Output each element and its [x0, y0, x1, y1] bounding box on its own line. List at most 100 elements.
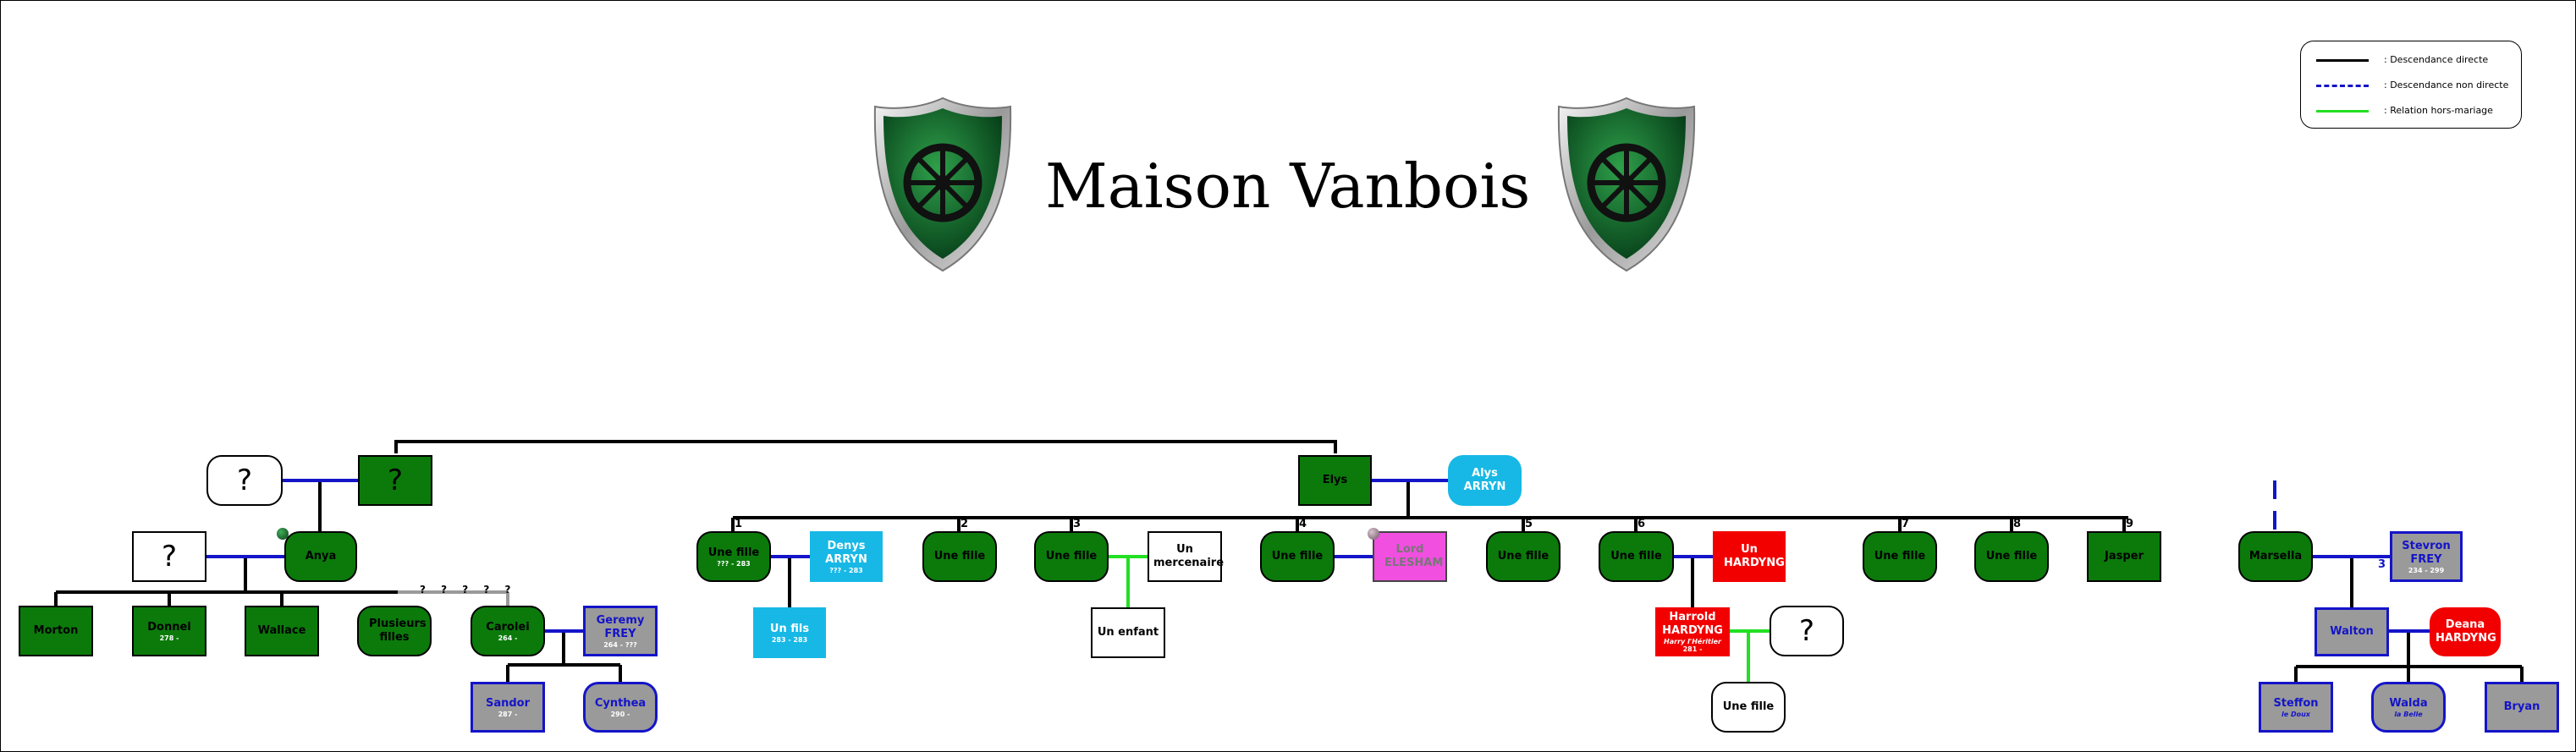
person-alys-arryn: Alys ARRYN — [1448, 455, 1522, 506]
person-name: Jasper — [2105, 550, 2144, 563]
person-dates: ??? - 283 — [717, 559, 751, 568]
person-dates: 264 - ??? — [603, 640, 637, 649]
person-name: Marsella — [2248, 550, 2303, 563]
person-name: Plusieurs filles — [369, 618, 427, 644]
legend-item-direct: : Descendance directe — [2301, 53, 2521, 67]
shield-icon — [1557, 96, 1696, 272]
birth-order-4: 4 — [1299, 518, 1307, 530]
person-nickname: le Doux — [2282, 710, 2310, 718]
person-denys-arryn: Denys ARRYN ??? - 283 — [810, 531, 883, 582]
person-harrold-daughter: Une fille — [1711, 682, 1786, 733]
birth-order-6: 6 — [1638, 518, 1646, 530]
legend-line-direct — [2316, 59, 2369, 62]
legend-label: : Descendance non directe — [2384, 80, 2509, 91]
person-name: ? — [236, 464, 253, 497]
person-nickname: Harry l'Héritier — [1664, 638, 1721, 645]
pin-icon — [277, 528, 289, 540]
person-name: Une fille — [1271, 550, 1324, 563]
person-marsella: Marsella — [2238, 531, 2313, 582]
person-carolei: Carolei 264 - — [471, 606, 545, 656]
person-harrold-hardyng: Harrold HARDYNG Harry l'Héritier 281 - — [1655, 607, 1730, 656]
person-root-unknown-spouse: ? — [206, 455, 283, 506]
legend-item-outside-marriage: : Relation hors-mariage — [2301, 104, 2521, 118]
person-un-fils: Un fils 283 - 283 — [753, 607, 826, 658]
unknown-daughters-marks: ? ? ? ? ? — [420, 584, 517, 596]
person-name: Sandor — [485, 696, 531, 710]
person-name: Wallace — [257, 624, 306, 637]
person-dates: 264 - — [498, 634, 518, 642]
birth-order-1: 1 — [735, 518, 743, 530]
wheel-icon — [1587, 143, 1666, 222]
person-name: ? — [387, 464, 404, 497]
birth-order-2: 2 — [960, 518, 969, 530]
person-name: Une fille — [1985, 550, 2038, 563]
person-name: Une fille — [933, 550, 986, 563]
person-name: ? — [161, 540, 178, 574]
person-name: Carolei — [486, 620, 530, 634]
person-name: Bryan — [2503, 700, 2540, 713]
person-dates: ??? - 283 — [829, 566, 863, 574]
person-harrold-partner: ? — [1770, 606, 1844, 656]
person-name: Denys ARRYN — [825, 539, 867, 566]
person-bryan: Bryan — [2485, 682, 2559, 733]
person-name: Un fils — [769, 622, 810, 635]
person-name: ? — [1798, 614, 1815, 648]
person-dates: 283 - 283 — [771, 635, 808, 644]
person-name: Lord ELESHAM — [1384, 543, 1444, 569]
pin-icon — [1368, 528, 1379, 540]
legend-line-outside-marriage — [2316, 110, 2369, 113]
legend-label: : Descendance directe — [2384, 54, 2489, 65]
person-name: Deana HARDYNG — [2436, 618, 2496, 645]
person-name: Harrold HARDYNG — [1662, 611, 1723, 637]
person-une-fille-5: Une fille — [1486, 531, 1560, 582]
marriage-count: 3 — [2378, 558, 2386, 571]
person-deana-hardyng: Deana HARDYNG — [2430, 607, 2501, 656]
person-dates: 287 - — [498, 710, 518, 718]
person-dates: 281 - — [1682, 645, 1703, 653]
person-name: Une fille — [707, 546, 760, 559]
person-une-fille-4: Une fille — [1260, 531, 1335, 582]
person-morton: Morton — [19, 606, 93, 656]
person-une-fille-3: Une fille — [1034, 531, 1109, 582]
legend: : Descendance directe : Descendance non … — [2300, 41, 2522, 129]
person-dates: 278 - — [159, 634, 179, 642]
birth-order-5: 5 — [1525, 518, 1533, 530]
birth-order-8: 8 — [2013, 518, 2022, 530]
legend-label: : Relation hors-mariage — [2384, 105, 2493, 116]
person-geremy-frey: Geremy FREY 264 - ??? — [583, 606, 658, 656]
person-sandor: Sandor 287 - — [471, 682, 545, 733]
birth-order-9: 9 — [2126, 518, 2134, 530]
person-name: Geremy FREY — [596, 613, 645, 640]
person-dates: 290 - — [610, 710, 630, 718]
person-walton: Walton — [2315, 607, 2389, 656]
legend-line-indirect — [2316, 85, 2369, 87]
person-name: Un enfant — [1097, 626, 1159, 639]
person-steffon: Steffon le Doux — [2259, 682, 2333, 733]
shield-icon — [873, 96, 1012, 272]
person-une-fille-8: Une fille — [1974, 531, 2049, 582]
wheel-icon — [903, 143, 983, 222]
person-walda: Walda la Belle — [2371, 682, 2446, 733]
person-donnel: Donnel 278 - — [132, 606, 206, 656]
person-plusieurs-filles: Plusieurs filles — [357, 606, 432, 656]
person-anya-spouse: ? — [132, 531, 206, 582]
person-name: Un HARDYNG — [1724, 543, 1785, 569]
person-stevron-frey: Stevron FREY 234 - 299 — [2390, 531, 2463, 582]
person-un-mercenaire: Un mercenaire — [1148, 531, 1224, 582]
person-name: Une fille — [1610, 550, 1662, 563]
person-name: Une fille — [1497, 550, 1549, 563]
person-name: Morton — [33, 624, 79, 637]
person-name: Stevron FREY — [2402, 539, 2451, 566]
person-une-fille-2: Une fille — [922, 531, 997, 582]
person-elys: Elys — [1298, 455, 1372, 506]
person-name: Une fille — [1874, 550, 1926, 563]
person-name: Cynthea — [594, 696, 647, 710]
person-name: Anya — [305, 550, 337, 563]
person-une-fille-7: Une fille — [1863, 531, 1937, 582]
person-lord-elesham: Lord ELESHAM — [1373, 531, 1447, 582]
page-title: Maison Vanbois — [1045, 151, 1531, 222]
person-dates: 234 - 299 — [2408, 566, 2445, 574]
birth-order-3: 3 — [1073, 518, 1082, 530]
person-name: Elys — [1322, 474, 1348, 486]
person-un-enfant: Un enfant — [1091, 607, 1165, 658]
